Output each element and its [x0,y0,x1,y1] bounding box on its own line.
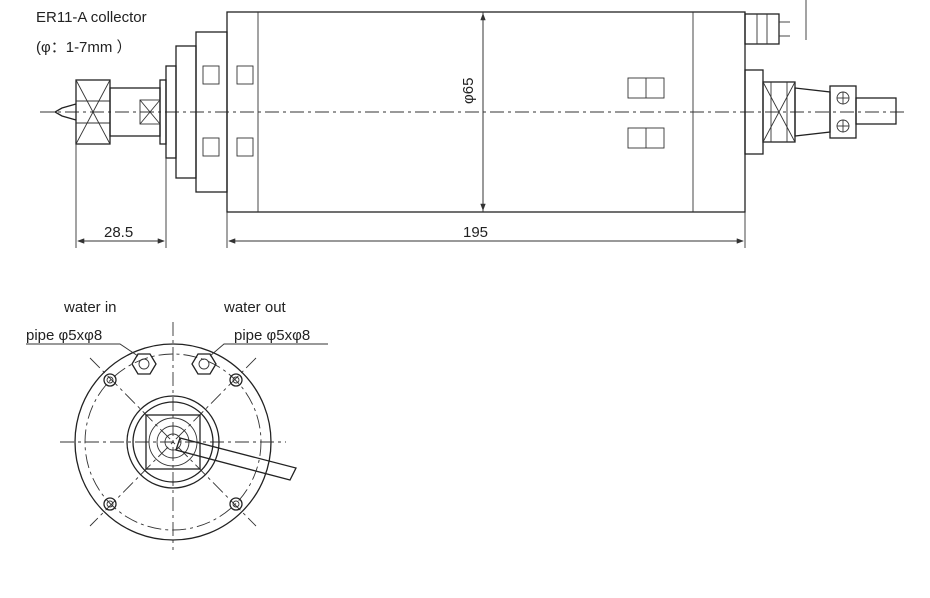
collet-tip [53,103,77,121]
water-in-pipe-label: pipe φ5xφ8 [26,327,102,344]
water-out-label: water out [223,299,287,316]
cable-stub [855,97,897,125]
collector-range: (φ：1-7mm ） [36,39,132,56]
water-fitting [744,13,780,45]
end-hub-outer [126,395,220,489]
end-connector-square [145,414,201,470]
end-bolts [103,373,243,511]
end-hub-ring [132,401,214,483]
body-dim-label: 195 [463,224,488,241]
body-slot-markings [202,65,665,157]
collet-square [139,99,161,125]
water-out-pipe-label: pipe φ5xφ8 [234,327,310,344]
end-cable [175,437,297,481]
diameter-label: φ65 [460,78,477,104]
water-in-leader [26,343,139,357]
water-out-fitting [191,353,217,375]
nose-dim-label: 28.5 [104,224,133,241]
water-out-leader [209,343,328,357]
water-in-label: water in [63,299,117,316]
end-view: water in pipe φ5xφ8 water out pipe φ5xφ8 [26,299,328,550]
water-in-fitting [131,353,157,375]
side-view: φ65 [36,0,905,248]
collector-title: ER11-A collector [36,9,147,26]
